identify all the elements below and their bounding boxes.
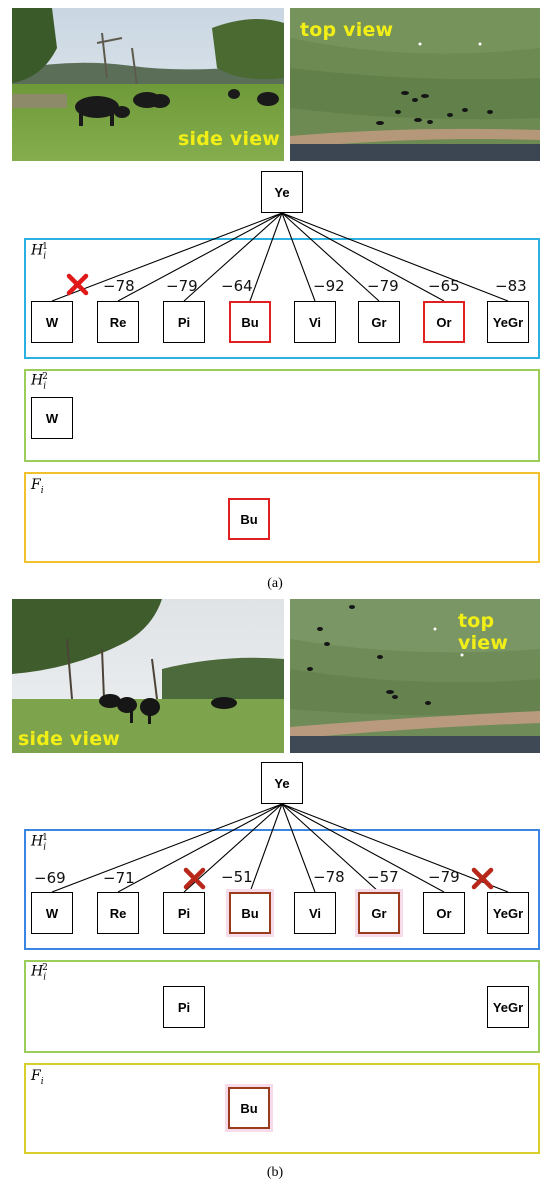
node-Gr-a: Gr: [358, 301, 400, 343]
top-view-label-b: top view: [458, 610, 509, 654]
side-view-label-b: side view: [18, 728, 121, 750]
top-view-photo-a: [290, 8, 540, 161]
score-Gr-a: −79: [367, 277, 399, 295]
f-node-Bu-a: Bu: [228, 498, 270, 540]
node-Gr-b: Gr: [358, 892, 400, 934]
score-Re-b: −71: [103, 869, 135, 887]
score-Bu-a: −64: [221, 277, 253, 295]
caption-b: (b): [266, 1165, 284, 1180]
score-Bu-b: −51: [221, 868, 253, 886]
h1-panel-a: [24, 238, 540, 359]
score-Vi-a: −92: [313, 277, 345, 295]
root-node-b: Ye: [261, 762, 303, 804]
node-YeGr-b: YeGr: [487, 892, 529, 934]
node-Pi-b: Pi: [163, 892, 205, 934]
side-view-photo-a: [12, 8, 284, 161]
side-view-label-a: side view: [178, 128, 281, 150]
node-Or-a: Or: [423, 301, 465, 343]
node-Re-a: Re: [97, 301, 139, 343]
node-Bu-b: Bu: [229, 892, 271, 934]
h2-label-a: Hi2: [31, 372, 48, 392]
node-Bu-a: Bu: [229, 301, 271, 343]
node-Or-b: Or: [423, 892, 465, 934]
score-Or-b: −79: [428, 868, 460, 886]
caption-a: (a): [267, 576, 283, 591]
node-Pi-a: Pi: [163, 301, 205, 343]
score-Re-a: −78: [103, 277, 135, 295]
f-label-b: Fi: [31, 1068, 44, 1087]
cross-mark-Pi-b: [183, 867, 206, 890]
score-Gr-b: −57: [367, 868, 399, 886]
node-W-a: W: [31, 301, 73, 343]
h2-label-b: Hi2: [31, 963, 48, 983]
h1-panel-b: [24, 829, 540, 950]
h2-panel-a: [24, 369, 540, 462]
node-Re-b: Re: [97, 892, 139, 934]
top-view-label-a: top view: [300, 19, 394, 41]
root-node-a: Ye: [261, 171, 303, 213]
score-YeGr-a: −83: [495, 277, 527, 295]
f-panel-a: [24, 472, 540, 563]
score-Vi-b: −78: [313, 868, 345, 886]
cross-mark-W-a: [66, 273, 89, 296]
top-view-photo-b: [290, 599, 540, 753]
f-panel-b: [24, 1063, 540, 1154]
score-Or-a: −65: [428, 277, 460, 295]
node-Vi-a: Vi: [294, 301, 336, 343]
h2-node-Pi-b: Pi: [163, 986, 205, 1028]
f-node-Bu-b: Bu: [228, 1087, 270, 1129]
node-W-b: W: [31, 892, 73, 934]
h2-node-YeGr-b: YeGr: [487, 986, 529, 1028]
node-YeGr-a: YeGr: [487, 301, 529, 343]
f-label-a: Fi: [31, 477, 44, 496]
node-Vi-b: Vi: [294, 892, 336, 934]
h1-label-b: Hi1: [31, 833, 48, 853]
h2-panel-b: [24, 960, 540, 1053]
h1-label-a: Hi1: [31, 242, 48, 262]
score-W-b: −69: [34, 869, 66, 887]
side-view-photo-b: [12, 599, 284, 753]
h2-node-W-a: W: [31, 397, 73, 439]
cross-mark-YeGr-b: [471, 867, 494, 890]
score-Pi-a: −79: [166, 277, 198, 295]
